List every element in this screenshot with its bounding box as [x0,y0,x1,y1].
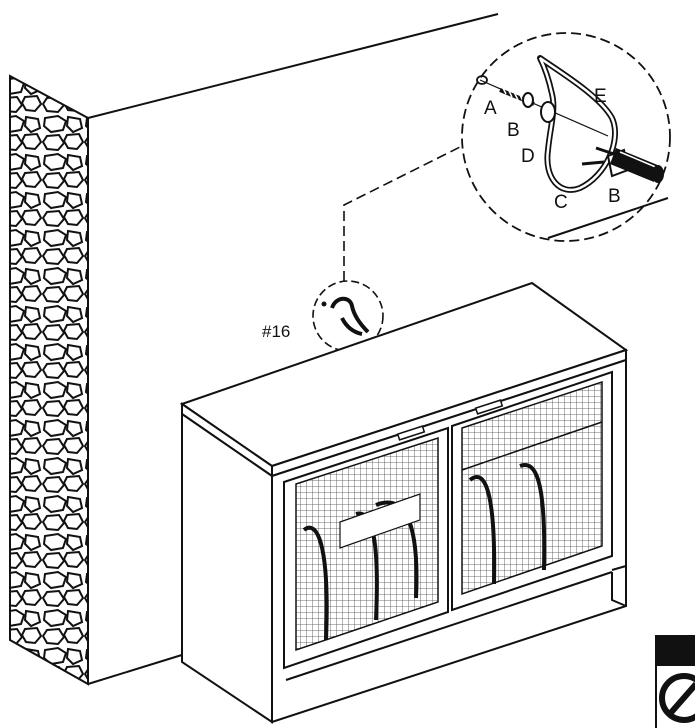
part-label-b-bottom: B [608,186,621,207]
left-door-pull [396,425,426,441]
screwdriver-icon [595,146,664,183]
right-door-interior-shapes [468,463,547,585]
cabinet-right-leg [611,565,627,607]
part-label-e: E [594,86,607,107]
part-label-d: D [521,146,535,167]
part-c-screw [581,160,605,166]
leader-line [343,146,461,281]
right-door [451,370,613,612]
right-door-mesh [461,380,603,596]
hardware-id-label: #16 [262,322,290,341]
left-door-mesh [295,436,439,652]
part-a-anchor [476,75,488,85]
wall-top-edge [87,13,499,119]
part-label-a: A [484,98,497,119]
left-door [283,425,449,670]
detail-wall-edge [547,197,669,239]
part-b-washer [522,92,534,108]
detail-magnifier: A B D E C B [343,32,671,281]
part-label-c: C [554,192,568,213]
cabinet [179,281,629,724]
small-strap-icon [330,296,370,336]
hardware-callout: #16 [262,280,384,352]
detail-circle [461,32,671,242]
wall [9,13,499,686]
warning-sign-icon [655,635,695,728]
part-d-spacer [540,101,556,123]
right-door-pull [474,399,504,415]
part-label-b-top: B [507,120,520,141]
cabinet-bottom-rail [285,571,613,681]
wall-stone-column [9,74,89,686]
wall-base-line [87,653,186,685]
